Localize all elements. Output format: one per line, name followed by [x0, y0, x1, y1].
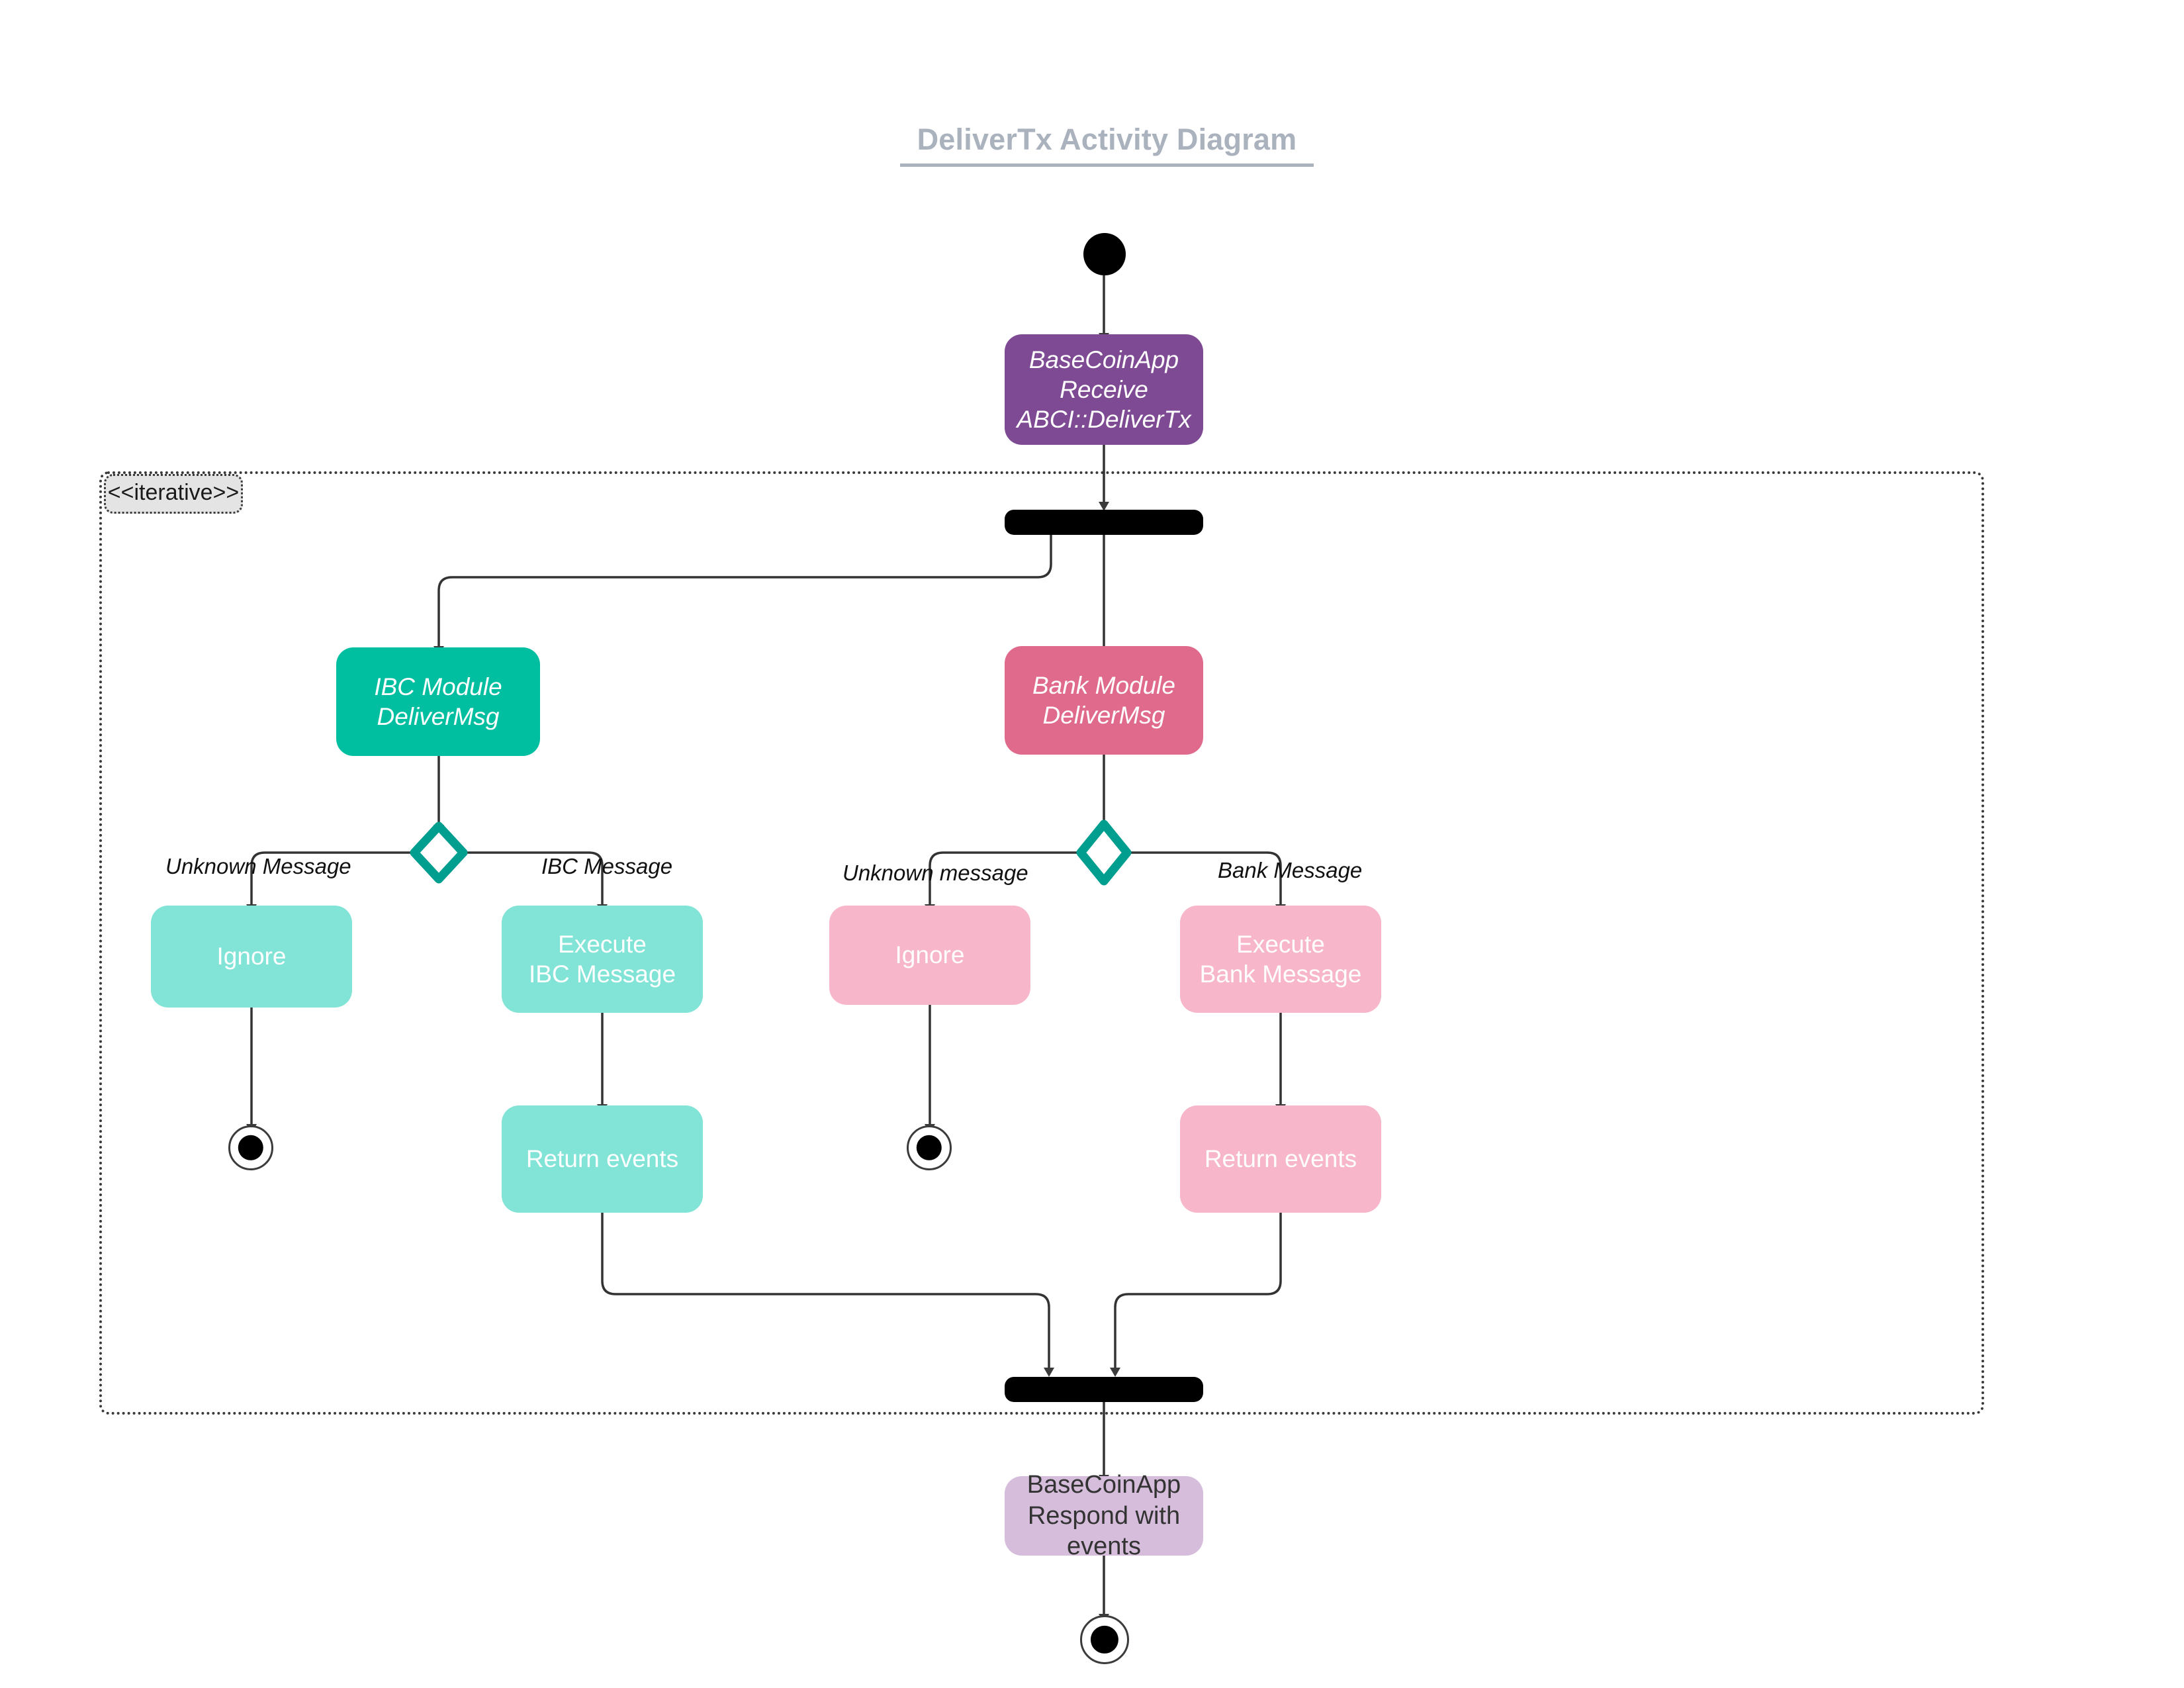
edge-label-ibc-unknown-message: Unknown Message	[165, 854, 351, 878]
fork-bar	[1005, 510, 1203, 535]
activity-execute-ibc-message[interactable]: Execute IBC Message	[502, 906, 703, 1013]
activity-ibc-module-delivermsg[interactable]: IBC Module DeliverMsg	[336, 647, 540, 756]
edge-label-ibc-message: IBC Message	[541, 854, 673, 878]
ibc-end-node	[228, 1125, 273, 1170]
frame-stereotype-label: <<iterative>>	[104, 474, 243, 514]
iterative-frame	[99, 471, 1984, 1415]
activity-bank-return-events[interactable]: Return events	[1180, 1105, 1381, 1213]
activity-basecoinapp-respond-with-events[interactable]: BaseCoinApp Respond with events	[1005, 1471, 1203, 1560]
activity-bank-ignore[interactable]: Ignore	[829, 906, 1030, 1005]
start-node	[1083, 233, 1126, 275]
edge-label-bank-message: Bank Message	[1218, 858, 1363, 882]
activity-ibc-return-events[interactable]: Return events	[502, 1105, 703, 1213]
page-title: DeliverTx Activity Diagram	[900, 122, 1314, 167]
bank-end-node	[907, 1125, 952, 1170]
final-end-node	[1080, 1615, 1129, 1664]
activity-ibc-ignore[interactable]: Ignore	[151, 906, 352, 1008]
join-bar	[1005, 1377, 1203, 1402]
activity-bank-module-delivermsg[interactable]: Bank Module DeliverMsg	[1005, 646, 1203, 755]
activity-execute-bank-message[interactable]: Execute Bank Message	[1180, 906, 1381, 1013]
edge-label-bank-unknown-message: Unknown message	[842, 861, 1028, 885]
activity-basecoinapp-receive[interactable]: BaseCoinApp Receive ABCI::DeliverTx	[1005, 334, 1203, 445]
